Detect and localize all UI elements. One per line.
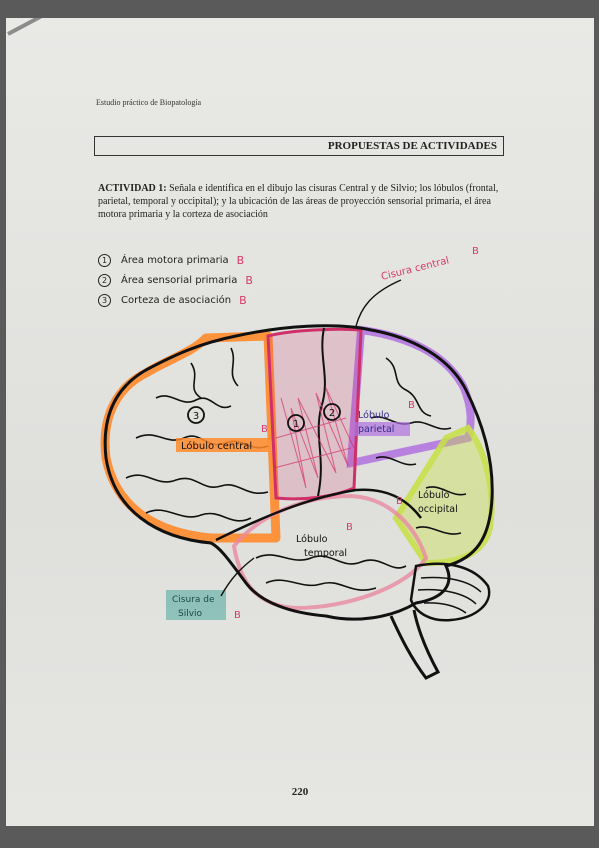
frontal-lobe-label: Lóbulo central: [181, 440, 252, 452]
brain-outline: [103, 324, 494, 621]
central-fissure: [317, 327, 326, 497]
brain-stem: [389, 609, 441, 680]
section-title: PROPUESTAS DE ACTIVIDADES: [327, 140, 497, 152]
legend-number: 2: [98, 273, 111, 287]
legend-item: 1 Área motora primaria B: [98, 250, 253, 270]
legend-grade: B: [236, 253, 245, 267]
frontal-label-highlight: [176, 438, 268, 452]
parietal-grade: B: [408, 400, 415, 411]
frontal-grade: B: [261, 424, 268, 435]
document-page: Estudio práctico de Biopatología PROPUES…: [6, 18, 594, 826]
cerebellum-folds: [417, 576, 482, 614]
central-fissure-label: Cisura central: [380, 255, 450, 283]
motor-area-scribble: [273, 387, 355, 489]
marker-2: 2: [323, 403, 341, 421]
page-number: 220: [291, 786, 309, 798]
legend-number: 1: [98, 253, 111, 267]
marker-3-label: 3: [193, 411, 199, 422]
brain-diagram: 3 1 2 Lóbulo central B Lóbulo parietal B…: [100, 246, 495, 680]
silvio-grade: B: [234, 610, 241, 621]
legend-item: 2 Área sensorial primaria B: [98, 270, 253, 290]
legend-label: Área motora primaria: [121, 254, 229, 266]
occipital-lobe-label-2: occipital: [418, 504, 458, 515]
silvian-fissure: [215, 488, 422, 542]
legend-label: Corteza de asociación: [121, 294, 232, 306]
legend-grade: B: [239, 293, 247, 307]
silvio-fissure-pointer: [220, 557, 255, 597]
silvio-fissure-label-1: Cisura de: [172, 595, 215, 605]
occipital-grade: B: [396, 496, 403, 507]
activity-label: ACTIVIDAD 1:: [98, 183, 167, 194]
temporal-lobe-label-2: temporal: [304, 548, 347, 559]
activity-instructions: ACTIVIDAD 1: Señala e identifica en el d…: [98, 182, 508, 221]
section-title-box: PROPUESTAS DE ACTIVIDADES: [94, 136, 504, 156]
marker-3: 3: [187, 406, 205, 424]
marker-1-label: 1: [293, 419, 299, 430]
marker-2-label: 2: [329, 408, 335, 419]
legend-number: 3: [98, 293, 111, 307]
parietal-label-highlight: [354, 422, 410, 436]
legend-grade: B: [245, 273, 253, 287]
legend-label: Área sensorial primaria: [121, 274, 238, 286]
activity-text: Señala e identifica en el dibujo las cis…: [98, 183, 499, 220]
temporal-lobe-label-1: Lóbulo: [296, 534, 328, 545]
running-title: Estudio práctico de Biopatología: [96, 98, 202, 107]
temporal-grade: B: [346, 522, 353, 533]
handwritten-legend: 1 Área motora primaria B 2 Área sensoria…: [98, 250, 253, 310]
central-fissure-pointer: [355, 279, 402, 327]
silvio-fissure-label-2: Silvio: [178, 609, 203, 619]
occipital-lobe-label-1: Lóbulo: [418, 490, 450, 501]
marker-1: 1: [287, 414, 305, 432]
central-fissure-grade: B: [472, 246, 479, 257]
parietal-lobe-label-2: parietal: [358, 424, 394, 435]
parietal-lobe-label-1: Lóbulo: [358, 410, 390, 421]
cerebellum: [409, 562, 491, 622]
motor-sensory-band: [266, 327, 363, 501]
silvio-label-highlight: [166, 590, 226, 620]
legend-item: 3 Corteza de asociación B: [98, 290, 253, 310]
